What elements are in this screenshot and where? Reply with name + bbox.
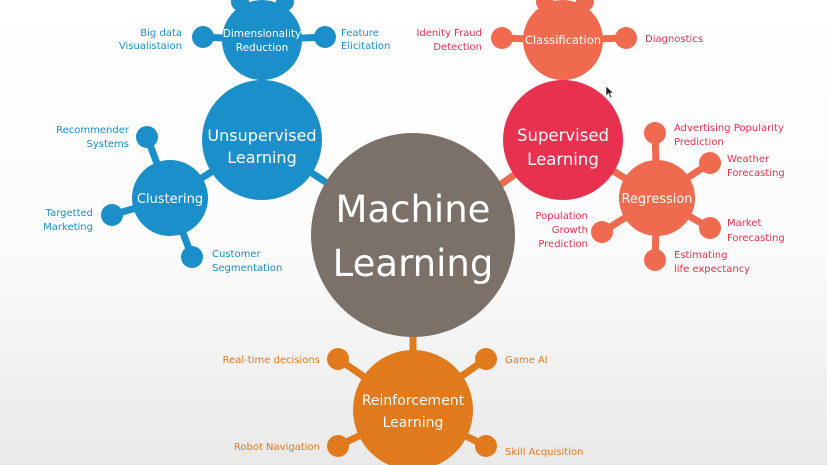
population-label-1: Population [535, 211, 588, 222]
population-label-2: Growth [552, 225, 588, 236]
reinforcement-learning-node [353, 350, 473, 465]
customer-label-1: Customer [212, 249, 261, 260]
unsupervised-learning-node [202, 80, 322, 200]
customer-label-2: Segmentation [212, 263, 282, 274]
supervised-label-2: Learning [527, 150, 599, 169]
clustering-label: Clustering [137, 192, 203, 207]
targetted-label-2: Marketing [43, 222, 93, 233]
weather-label-1: Weather [727, 154, 770, 165]
diagnostics-label: Diagnostics [645, 34, 703, 45]
regression-node [619, 160, 695, 236]
advertising-label-1: Advertising Popularity [674, 123, 784, 134]
feature-label-2: Elicitation [341, 41, 390, 52]
unsupervised-leaf-labels: Big data Visualistaion Feature Elicitati… [43, 28, 390, 274]
reinforcement-leaf-labels: Real-time decisions Game AI Robot Naviga… [223, 355, 584, 458]
targetted-label-1: Targetted [45, 208, 93, 219]
center-label-1: Machine [336, 188, 491, 231]
unsupervised-label-2: Learning [227, 148, 296, 167]
population-label-3: Prediction [538, 239, 588, 250]
mouse-cursor-icon [605, 85, 615, 99]
life-label-2: life expectancy [674, 264, 750, 275]
supervised-branch: Classification Regression Supervised Lea… [503, 0, 695, 236]
unsupervised-label-1: Unsupervised [207, 126, 316, 145]
advertising-label-2: Prediction [674, 137, 724, 148]
supervised-learning-node [503, 80, 623, 200]
classification-node [523, 0, 603, 80]
dimensionality-reduction-node [222, 0, 302, 80]
market-label-2: Forecasting [727, 233, 785, 244]
realtime-label: Real-time decisions [223, 355, 320, 366]
classification-label: Classification [525, 33, 601, 47]
dimensionality-label-1: Dimensionality [223, 28, 301, 40]
big-data-label-1: Big data [140, 28, 182, 39]
recommender-label-2: Systems [87, 139, 130, 150]
big-data-label-2: Visualistaion [119, 41, 182, 52]
dimensionality-label-2: Reduction [236, 42, 289, 54]
clustering-node [132, 160, 208, 236]
robot-label: Robot Navigation [234, 442, 320, 453]
machine-learning-center: Machine Learning [311, 133, 515, 337]
skill-label: Skill Acquisition [505, 447, 583, 458]
feature-label-1: Feature [341, 28, 379, 39]
fraud-label-1: Idenity Fraud [416, 28, 482, 39]
center-label-2: Learning [333, 242, 494, 285]
unsupervised-branch: Dimensionality Reduction Clustering Unsu… [132, 0, 322, 236]
supervised-leaf-labels: Idenity Fraud Detection Diagnostics Adve… [416, 28, 784, 275]
recommender-label-1: Recommender [56, 125, 130, 136]
regression-label: Regression [621, 192, 692, 207]
machine-learning-node [311, 133, 515, 337]
life-label-1: Estimating [674, 250, 727, 261]
market-label-1: Market [727, 218, 761, 229]
reinforcement-label-2: Learning [383, 415, 444, 431]
game-ai-label: Game AI [505, 355, 548, 366]
reinforcement-label-1: Reinforcement [362, 393, 465, 409]
supervised-label-1: Supervised [517, 126, 609, 145]
fraud-label-2: Detection [433, 42, 482, 53]
weather-label-2: Forecasting [727, 168, 785, 179]
reinforcement-branch: Reinforcement Learning [353, 350, 473, 465]
